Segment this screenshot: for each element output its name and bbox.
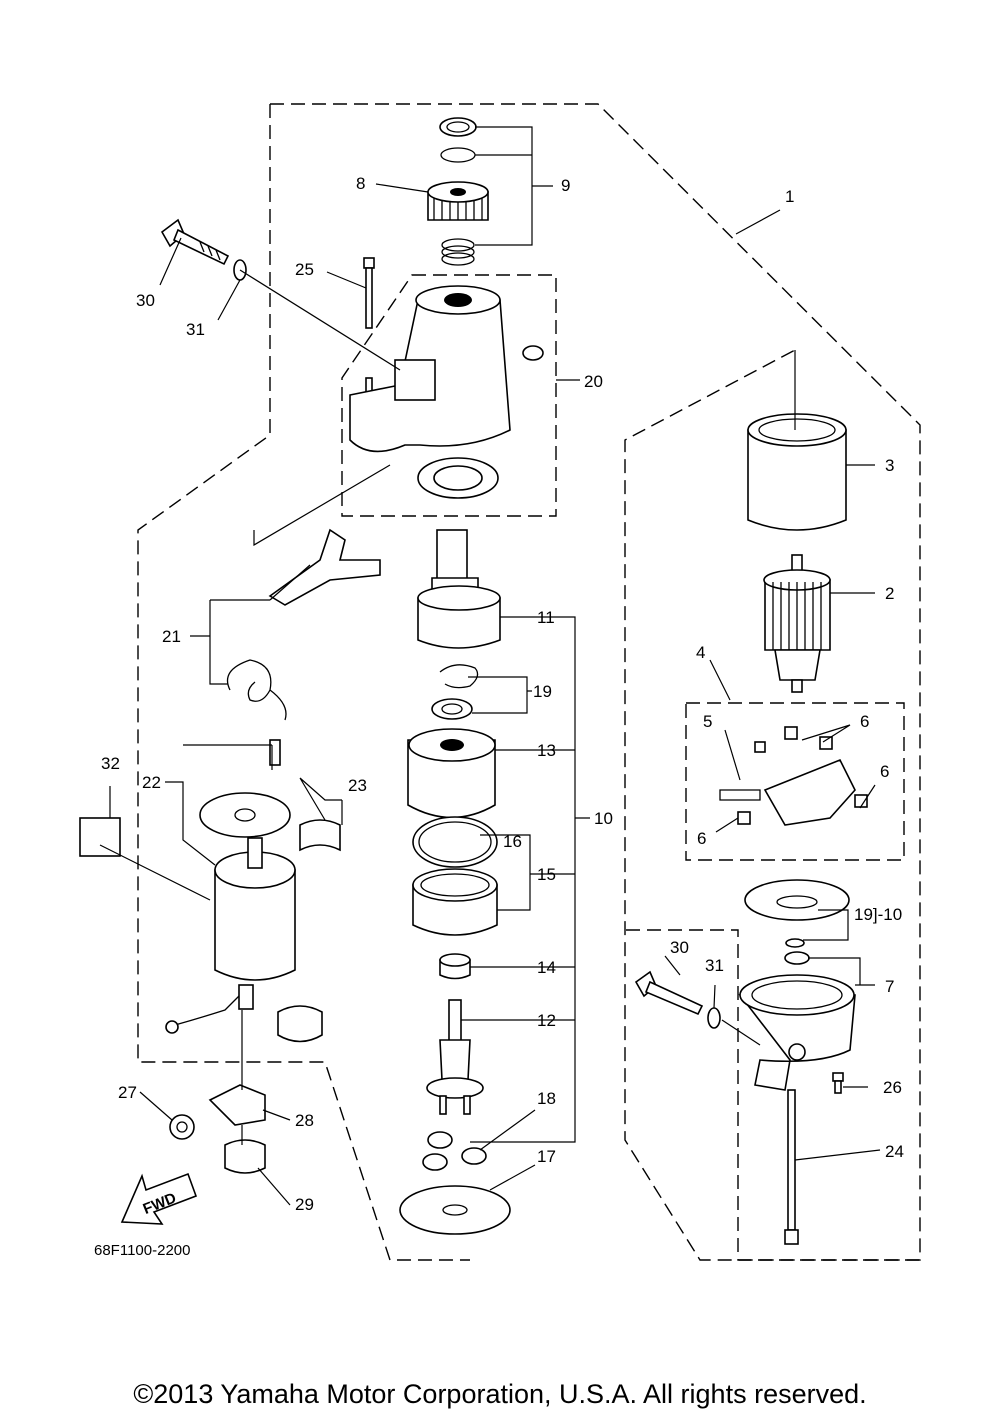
diagram-code: 68F1100-2200	[94, 1242, 190, 1259]
washer-31-right	[707, 1007, 721, 1029]
circlip-19	[431, 664, 479, 720]
callout-25: 25	[295, 260, 314, 279]
callout-21: 21	[162, 627, 181, 646]
clutch-11	[417, 529, 501, 649]
callout-4: 4	[696, 643, 705, 662]
screw-26	[832, 1072, 844, 1094]
callout-28: 28	[295, 1111, 314, 1130]
callout-19: 19	[533, 682, 552, 701]
plate-17	[399, 1185, 511, 1235]
bolt-25	[363, 257, 375, 393]
callout-1: 1	[785, 187, 794, 206]
callout-32: 32	[101, 754, 120, 773]
callout-23: 23	[348, 776, 367, 795]
boundary-housing-20	[341, 274, 557, 517]
callout-30a: 30	[136, 291, 155, 310]
callout-7: 7	[885, 977, 894, 996]
callout-6b: 6	[880, 762, 889, 781]
callout-3: 3	[885, 456, 894, 475]
pinion-set-9	[427, 117, 489, 266]
terminal-28	[208, 1084, 266, 1126]
callout-20: 20	[584, 372, 603, 391]
callout-17: 17	[537, 1147, 556, 1166]
cap-29	[224, 1139, 266, 1174]
nut-27	[169, 1114, 195, 1140]
callout-15: 15	[537, 865, 556, 884]
armature-2	[763, 554, 831, 693]
callout-13: 13	[537, 741, 556, 760]
bearing-14	[439, 953, 471, 980]
fwd-arrow	[120, 1172, 198, 1225]
boundary-rear-cover	[626, 929, 920, 1261]
ring-16	[412, 816, 498, 868]
callout-labels: 1 2 3 4 5 6 6 6 7 8 9 10 19]-10 11 12 13…	[101, 174, 904, 1214]
callout-16: 16	[503, 832, 522, 851]
callout-31b: 31	[705, 956, 724, 975]
callout-22: 22	[142, 773, 161, 792]
bolt-30-top	[160, 218, 230, 266]
callout-14: 14	[537, 958, 556, 977]
label-tag-32	[79, 817, 121, 857]
brush-plate-19	[744, 879, 850, 948]
parts	[79, 117, 868, 1245]
planetary-gears-18	[422, 1131, 487, 1171]
shaft-12	[426, 999, 484, 1115]
callout-24: 24	[885, 1142, 904, 1161]
callout-19-10: 19]-10	[854, 905, 902, 924]
callout-10a: 10	[594, 809, 613, 828]
callout-29: 29	[295, 1195, 314, 1214]
callout-11: 11	[537, 608, 555, 627]
callout-27: 27	[118, 1083, 137, 1102]
yoke-3	[747, 413, 847, 531]
callout-9: 9	[561, 176, 570, 195]
copyright: ©2013 Yamaha Motor Corporation, U.S.A. A…	[133, 1379, 866, 1409]
housing-20	[349, 285, 544, 499]
brush-holder-4	[719, 726, 868, 826]
lever-21	[226, 528, 381, 721]
bolt-30-right	[634, 970, 704, 1016]
callout-18: 18	[537, 1089, 556, 1108]
callout-8: 8	[356, 174, 365, 193]
callout-12: 12	[537, 1011, 556, 1030]
callout-6a: 6	[860, 712, 869, 731]
assembly-boundaries	[137, 103, 921, 1261]
through-bolt-24	[784, 1089, 799, 1245]
callout-5: 5	[703, 712, 712, 731]
callout-2: 2	[885, 584, 894, 603]
leader-lines	[99, 126, 881, 1206]
solenoid-22	[165, 739, 296, 1034]
callout-31a: 31	[186, 320, 205, 339]
callout-6c: 6	[697, 829, 706, 848]
callout-26: 26	[883, 1078, 902, 1097]
internal-gear-15	[412, 868, 498, 936]
rear-cover-7	[738, 951, 856, 1091]
cover-13	[407, 728, 496, 819]
callout-30b: 30	[670, 938, 689, 957]
piece-23	[277, 819, 341, 1043]
